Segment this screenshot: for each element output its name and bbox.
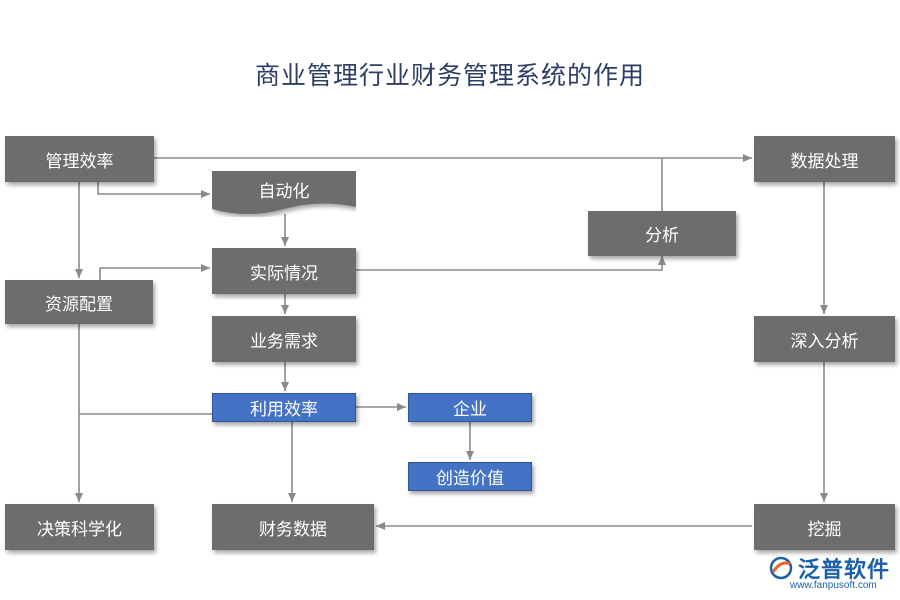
node-label: 决策科学化 (37, 519, 122, 540)
node-label: 深入分析 (790, 331, 859, 352)
node-caiwu-shuju: 财务数据 (212, 504, 374, 550)
brand-logo: 泛普软件 (768, 552, 890, 584)
node-liyong-xiaolv: 利用效率 (212, 393, 356, 422)
brand-url: www.fanpusoft.com (790, 580, 877, 591)
node-label: 管理效率 (45, 151, 114, 172)
node-yewu-xuqiu: 业务需求 (212, 316, 356, 362)
node-label: 自动化 (258, 181, 310, 202)
brand-mark-icon (769, 556, 793, 580)
arrow-shiji-to-fenxi (356, 256, 666, 271)
arrow-ziyuan-to-shiji (99, 264, 210, 280)
node-label: 财务数据 (259, 519, 327, 540)
node-shenru-fenxi: 深入分析 (754, 316, 895, 362)
node-label: 利用效率 (250, 400, 318, 420)
node-zidonghua: 自动化 (212, 171, 356, 207)
node-guanli-xiaolv: 管理效率 (5, 136, 154, 182)
node-label: 企业 (453, 400, 487, 420)
node-label: 挖掘 (807, 519, 842, 540)
arrow-guanli-to-zidonghua (97, 182, 210, 198)
node-label: 分析 (645, 226, 679, 246)
node-label: 资源配置 (45, 294, 113, 315)
page-title: 商业管理行业财务管理系统的作用 (254, 61, 645, 90)
node-shuju-chuli: 数据处理 (754, 136, 895, 182)
node-chuangzao-jiazhi: 创造价值 (408, 462, 532, 491)
node-juece-kexuehua: 决策科学化 (5, 504, 154, 550)
node-zidonghua-shape (212, 171, 356, 214)
node-ziyuan-peizhi: 资源配置 (5, 280, 153, 324)
node-shiji-qingkuang: 实际情况 (212, 248, 356, 294)
node-wajue: 挖掘 (754, 504, 895, 550)
node-label: 业务需求 (250, 331, 318, 352)
node-fenxi: 分析 (588, 211, 736, 256)
node-qiye: 企业 (408, 393, 532, 422)
brand-name: 泛普软件 (798, 558, 891, 583)
node-label: 实际情况 (250, 263, 318, 284)
node-label: 数据处理 (790, 151, 859, 172)
node-label: 创造价值 (436, 469, 504, 489)
